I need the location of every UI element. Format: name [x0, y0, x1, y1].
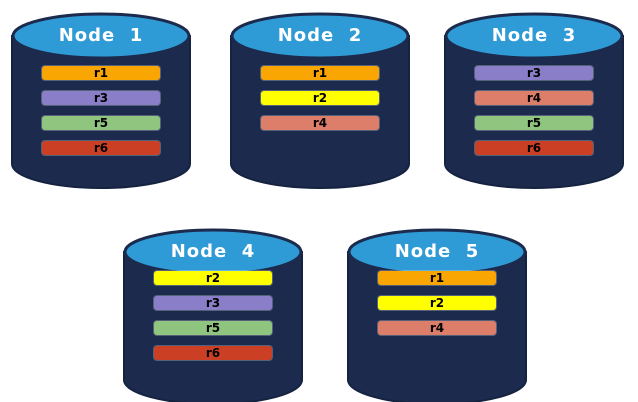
replica-bar-r4: r4 [261, 116, 379, 130]
replica-list: r1 r3 r5 r6 [42, 66, 160, 166]
database-node-3: Node 3 r3 r4 r5 r6 [444, 6, 624, 190]
replica-list: r1 r2 r4 [378, 271, 496, 346]
cylinder-top [444, 12, 624, 60]
node-title: Node 2 [277, 25, 363, 46]
replica-bar-r5: r5 [475, 116, 593, 130]
node-title: Node 3 [491, 25, 577, 46]
replica-bar-r3: r3 [42, 91, 160, 105]
replica-bar-r2: r2 [154, 271, 272, 285]
replica-bar-r1: r1 [261, 66, 379, 80]
replica-list: r3 r4 r5 r6 [475, 66, 593, 166]
database-node-1: Node 1 r1 r3 r5 r6 [11, 6, 191, 190]
database-node-5: Node 5 r1 r2 r4 [347, 222, 527, 402]
replica-bar-r6: r6 [42, 141, 160, 155]
replica-bar-r3: r3 [154, 296, 272, 310]
replica-bar-r2: r2 [261, 91, 379, 105]
replica-list: r1 r2 r4 [261, 66, 379, 141]
replica-bar-r3: r3 [475, 66, 593, 80]
node-title: Node 5 [394, 241, 480, 262]
replica-bar-r4: r4 [475, 91, 593, 105]
replica-bar-r6: r6 [154, 346, 272, 360]
replica-bar-r4: r4 [378, 321, 496, 335]
replica-list: r2 r3 r5 r6 [154, 271, 272, 371]
database-node-2: Node 2 r1 r2 r4 [230, 6, 410, 190]
cylinder-top [230, 12, 410, 60]
node-title: Node 4 [170, 241, 256, 262]
replica-bar-r2: r2 [378, 296, 496, 310]
database-cylinder-icon [347, 228, 527, 402]
cylinder-top [11, 12, 191, 60]
replica-bar-r6: r6 [475, 141, 593, 155]
replica-bar-r5: r5 [42, 116, 160, 130]
replica-bar-r1: r1 [42, 66, 160, 80]
database-node-4: Node 4 r2 r3 r5 r6 [123, 222, 303, 402]
node-title: Node 1 [58, 25, 144, 46]
replica-bar-r5: r5 [154, 321, 272, 335]
replica-bar-r1: r1 [378, 271, 496, 285]
